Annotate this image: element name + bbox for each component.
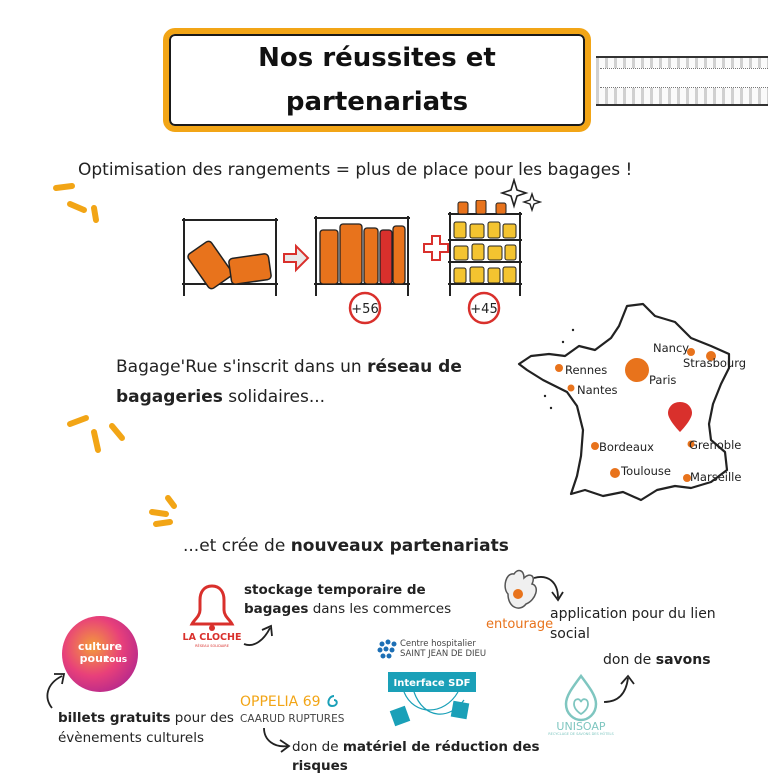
badge-45 <box>467 291 501 325</box>
oppelia-logo: OPPELIA 69 CAARUD RUPTURES <box>240 694 345 725</box>
title-box: Nos réussites et partenariats <box>163 28 591 132</box>
shelf-after <box>314 216 410 296</box>
curved-arrow-icon <box>603 674 635 703</box>
city-label: Marseille <box>690 470 741 484</box>
yellow-dashes-icon <box>149 495 177 527</box>
oppelia-desc: don de matériel de réduction des risques <box>292 738 592 776</box>
plus-icon <box>423 235 449 261</box>
culture-pour-tous-logo: culture pour tous <box>62 616 138 692</box>
hospital-l1: Centre hospitalier <box>400 639 476 649</box>
shelf-small-bags <box>448 200 522 296</box>
france-map: Nancy Strasbourg Rennes Paris Nantes Bor… <box>517 302 746 502</box>
unisoap-name: UNISOAP <box>556 720 605 733</box>
city-label: Paris <box>649 373 676 387</box>
oppelia-l1: OPPELIA 69 <box>240 694 321 710</box>
lacloche-desc-bold1: stockage temporaire de <box>244 582 426 598</box>
city-label: Bordeaux <box>599 440 654 454</box>
network-text: Bagage'Rue s'inscrit dans un réseau de b… <box>116 352 506 412</box>
unisoap-desc-bold: savons <box>655 652 711 668</box>
network-text-before: Bagage'Rue s'inscrit dans un <box>116 357 368 377</box>
partnerships-text-bold: nouveaux partenariats <box>290 536 509 556</box>
hand-icon <box>504 569 537 609</box>
culture-desc-rest1: pour des <box>170 710 234 726</box>
oppelia-l2: CAARUD RUPTURES <box>240 713 345 725</box>
network-text-bold: réseau de bagageries <box>116 357 462 407</box>
culture-desc-rest2: évènements culturels <box>58 730 205 746</box>
unisoap-desc-before: don de <box>603 652 656 668</box>
heart-icon <box>573 698 589 716</box>
storage-illustration: +56 +45 <box>182 200 522 325</box>
curved-arrow-icon <box>533 576 564 602</box>
page-title: Nos réussites et partenariats <box>258 43 496 117</box>
badge-56-label: +56 <box>351 302 378 317</box>
interface-sdf-label: Interface SDF <box>394 678 471 689</box>
city-label: Toulouse <box>620 464 671 478</box>
badge-45-label: +45 <box>470 302 497 317</box>
yellow-dashes-icon <box>67 415 125 453</box>
hospital-emblem-icon <box>377 639 397 659</box>
oppelia-desc-before: don de <box>292 739 343 755</box>
partnerships-text-before: ...et crée de <box>183 536 291 556</box>
city-label: Nantes <box>577 383 618 397</box>
interface-sdf-logo: Interface SDF <box>388 672 476 727</box>
location-pin-icon <box>668 402 692 432</box>
city-label: Nancy <box>653 341 689 355</box>
culture-desc-bold: billets gratuits <box>58 710 171 726</box>
entourage-logo: entourage <box>486 569 553 632</box>
city-label: Strasbourg <box>683 356 746 370</box>
partnerships-headline: ...et crée de nouveaux partenariats <box>183 536 509 556</box>
yellow-dashes-icon <box>53 183 99 223</box>
spiral-icon <box>327 695 338 708</box>
hospital-logo: Centre hospitalier SAINT JEAN DE DIEU <box>377 639 486 659</box>
shelf-before <box>182 218 278 296</box>
network-text-after: solidaires... <box>222 387 326 407</box>
sparkle-icon <box>500 178 542 213</box>
city-label: Grenoble <box>689 438 741 452</box>
lacloche-desc-rest: dans les commerces <box>308 601 452 617</box>
arrow-right-icon <box>283 243 310 273</box>
culture-l2: pour <box>80 652 109 665</box>
unisoap-logo: UNISOAP RECYCLAGE DE SAVONS DES HÔTELS <box>548 673 615 736</box>
curved-arrow-icon <box>46 673 66 709</box>
unisoap-desc: don de savons <box>603 651 753 670</box>
culture-desc: billets gratuits pour des évènements cul… <box>58 708 238 748</box>
curved-arrow-icon <box>263 727 291 753</box>
culture-l3: tous <box>105 655 127 665</box>
culture-l1: culture <box>78 640 122 653</box>
drop-icon <box>564 673 598 722</box>
entourage-desc: application pour du lien social <box>550 606 716 642</box>
curved-arrow-icon <box>243 624 273 646</box>
unisoap-sub: RECYCLAGE DE SAVONS DES HÔTELS <box>548 731 614 736</box>
storage-headline: Optimisation des rangements = plus de pl… <box>78 160 633 180</box>
entourage-name: entourage <box>486 617 553 632</box>
hospital-l2: SAINT JEAN DE DIEU <box>400 649 486 659</box>
la-cloche-logo: LA CLOCHE RÉSEAU SOLIDAIRE <box>183 584 242 648</box>
decorative-tape-fill <box>600 68 768 88</box>
lacloche-desc: stockage temporaire de bagages dans les … <box>244 581 484 619</box>
lacloche-desc-bold2: bagages <box>244 601 309 617</box>
la-cloche-sub: RÉSEAU SOLIDAIRE <box>195 643 229 648</box>
bell-icon <box>189 584 235 626</box>
city-label: Rennes <box>565 363 607 377</box>
badge-56 <box>348 291 382 325</box>
la-cloche-name: LA CLOCHE <box>183 632 242 643</box>
